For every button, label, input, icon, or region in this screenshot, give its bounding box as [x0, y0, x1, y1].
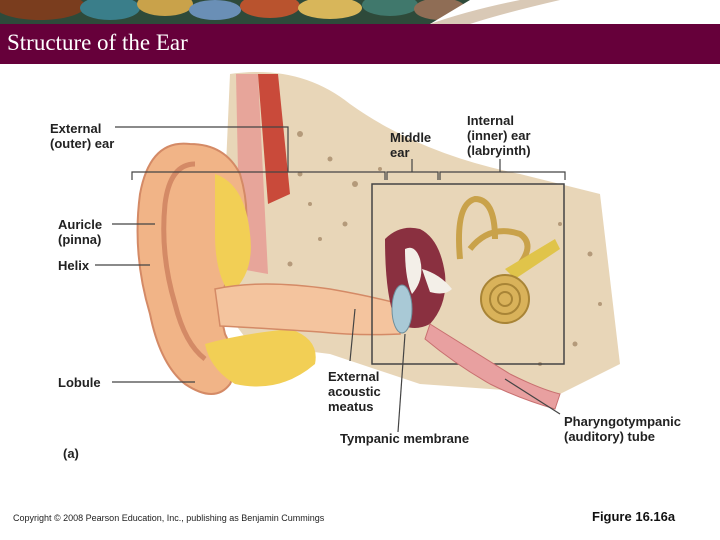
- decorative-banner: [0, 0, 720, 24]
- slide-title: Structure of the Ear: [7, 30, 188, 56]
- ear-anatomy-diagram: [0, 64, 720, 504]
- cochlea: [481, 275, 529, 323]
- tympanic-membrane-shape: [392, 285, 412, 333]
- copyright-notice: Copyright © 2008 Pearson Education, Inc.…: [13, 513, 324, 523]
- title-bar: Structure of the Ear: [0, 24, 720, 64]
- banner-art: [0, 0, 720, 24]
- figure-number: Figure 16.16a: [592, 509, 675, 524]
